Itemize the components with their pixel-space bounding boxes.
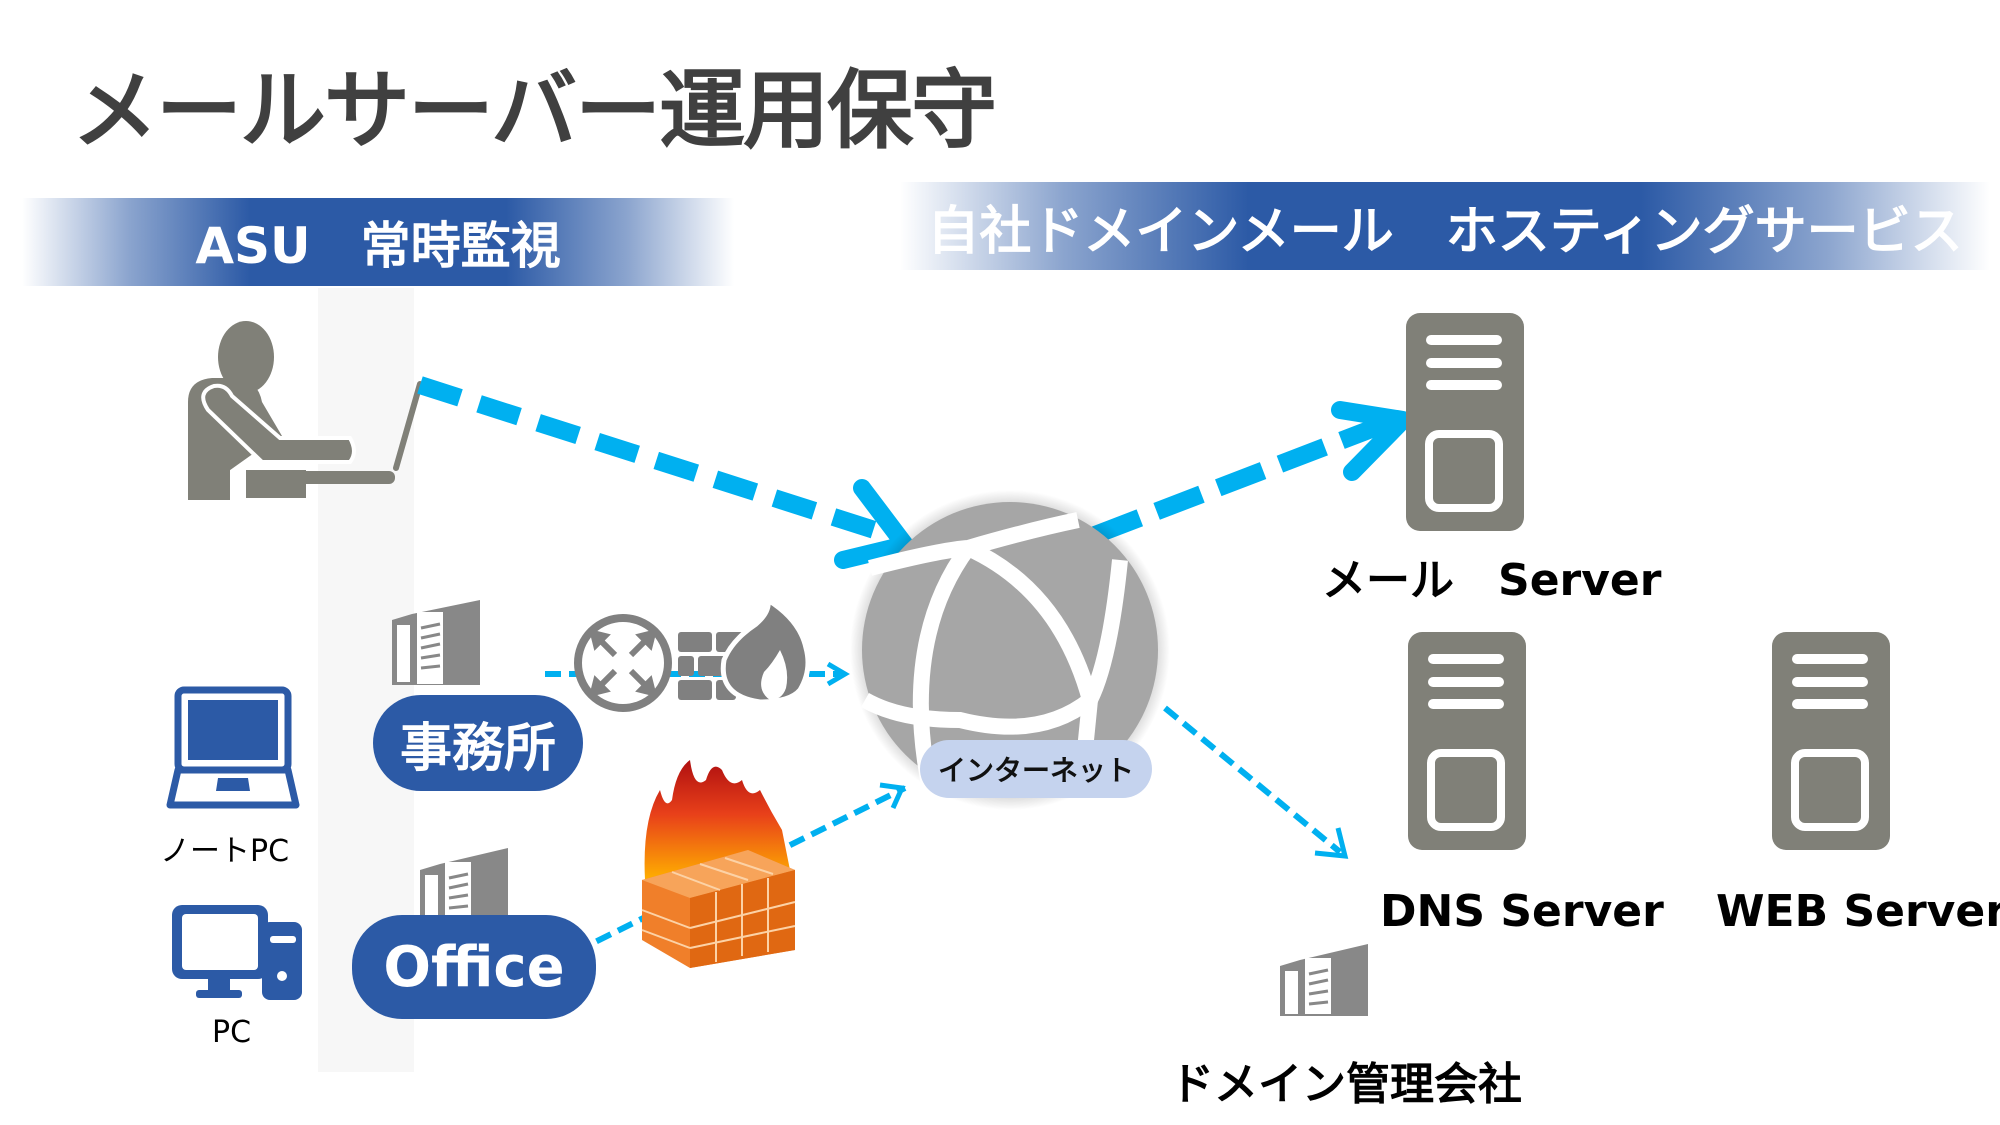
dns-server-label: DNS Server — [1380, 886, 1664, 937]
server-icon-web — [1772, 632, 1890, 850]
page-title: メールサーバー運用保守 — [72, 61, 997, 161]
arrow-internet-to-mail-server — [1091, 401, 1412, 544]
arrow-office-to-internet — [573, 782, 907, 955]
domain-company-label: ドメイン管理会社 — [1170, 1059, 1522, 1110]
arrow-internet-to-domain-company — [1163, 705, 1349, 859]
band-asu-monitoring: ASU 常時監視 — [22, 198, 734, 286]
internet-label: インターネット — [920, 740, 1152, 798]
server-icon-mail — [1406, 313, 1524, 531]
router-firewall-icon — [574, 594, 811, 712]
person-at-laptop-icon — [188, 321, 423, 500]
building-icon-office — [420, 848, 508, 920]
laptop-label: ノートPC — [160, 834, 290, 869]
building-icon-domain-company — [1280, 944, 1368, 1016]
web-server-label: WEB Server — [1716, 886, 2000, 937]
laptop-icon — [166, 686, 300, 809]
node-office: Office — [352, 915, 596, 1019]
arrow-operator-to-internet — [417, 376, 914, 569]
node-jimusho: 事務所 — [373, 695, 583, 791]
building-icon-jimusho — [392, 600, 480, 685]
globe-icon — [850, 490, 1170, 810]
band-hosting-service: 自社ドメインメール ホスティングサービス — [900, 182, 1990, 270]
mail-server-label: メール Server — [1322, 555, 1662, 606]
desktop-pc-icon — [172, 905, 302, 1000]
desktop-label: PC — [212, 1015, 252, 1050]
brick-firewall-icon — [641, 760, 796, 968]
server-icon-dns — [1408, 632, 1526, 850]
